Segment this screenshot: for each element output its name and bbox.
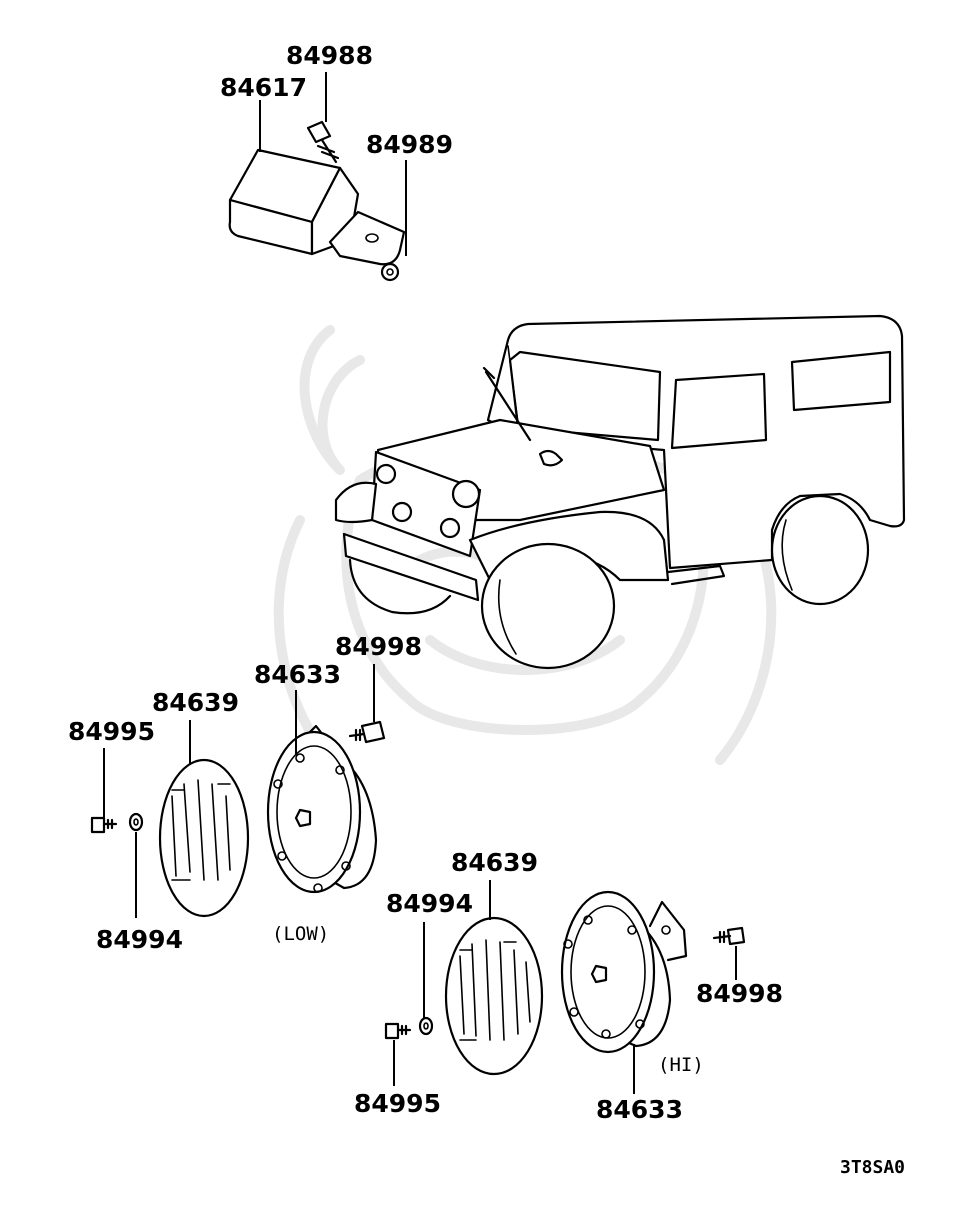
screw-low-left-icon (90, 816, 118, 834)
label-horn-low: 84633 (254, 660, 341, 689)
label-screw-hi-left: 84995 (354, 1089, 441, 1118)
label-screw-low-left: 84995 (68, 717, 155, 746)
horn-hi-cover-icon (444, 916, 544, 1076)
diagram-code: 3T8SA0 (840, 1157, 905, 1178)
relay-unit (228, 148, 406, 266)
washer-low-left-icon (128, 812, 144, 832)
vehicle-illustration (334, 314, 906, 670)
washer-hi-left-icon (418, 1016, 434, 1036)
horn-low-icon (266, 724, 378, 894)
label-relay-screw: 84988 (286, 41, 373, 70)
relay-screw-icon (306, 120, 340, 164)
label-cover-low: 84639 (152, 688, 239, 717)
horn-low-screw-top-icon (348, 720, 386, 744)
leader-lines (103, 72, 737, 1094)
label-horn-low-screw-top: 84998 (335, 632, 422, 661)
label-relay-nut: 84989 (366, 130, 453, 159)
label-horn-hi: 84633 (596, 1095, 683, 1124)
relay-nut-icon (380, 262, 400, 282)
note-low: (LOW) (272, 923, 329, 945)
label-relay: 84617 (220, 73, 307, 102)
label-cover-hi: 84639 (451, 848, 538, 877)
horn-low-cover-icon (158, 758, 250, 918)
horn-hi-icon (560, 890, 688, 1054)
note-hi: (HI) (658, 1054, 704, 1076)
label-washer-low-left: 84994 (96, 925, 183, 954)
screw-hi-left-icon (384, 1022, 412, 1040)
horn-hi-screw-right-icon (712, 926, 746, 946)
label-washer-hi-left: 84994 (386, 889, 473, 918)
label-horn-hi-screw-right: 84998 (696, 979, 783, 1008)
